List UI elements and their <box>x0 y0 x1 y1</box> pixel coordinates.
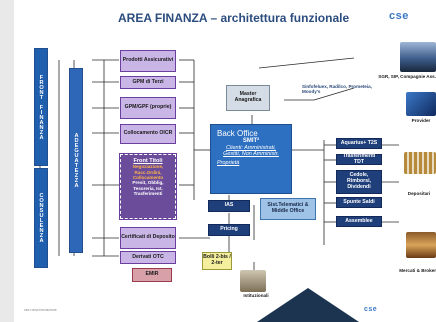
back-office-box: Back Office SMIT² Clienti: Amministrati,… <box>210 124 292 194</box>
front-titoli-line: Trasferimenti <box>133 190 163 196</box>
stock-chart-image <box>406 92 436 116</box>
provider-label: Provider <box>411 118 431 123</box>
consulenza-bar: CONSULENZA <box>34 168 48 268</box>
columns-image <box>404 152 436 174</box>
mercati-label: Mercati & Broker <box>399 268 436 273</box>
spunte-saldi-box: Spunte Saldi <box>336 197 382 208</box>
trasferimenti-box: Trasferimenti TDT <box>336 153 382 165</box>
gpm-terzi-box: GPM di Terzi <box>120 76 176 89</box>
sgr-label: SGR, SIP, Compagnie Ass. <box>378 74 436 79</box>
slide: AREA FINANZA – architettura funzionale c… <box>14 0 436 322</box>
sist-telematici-box: Sist.Telematici & Middle Office <box>260 198 316 220</box>
adeguatezza-label: ADEGUATEZZA <box>73 133 80 188</box>
provider-list: Sinfofeluex, Radilco, Prometeia, Moody's <box>302 84 372 95</box>
cse-logo: cse <box>389 10 409 22</box>
collocamento-oicr-box: Collocamento OICR <box>120 124 176 144</box>
gpm-gpf-box: GPM/GPF (proprie) <box>120 97 176 119</box>
front-titoli-line: Racc.Ordini, <box>134 169 162 175</box>
adeguatezza-bar: ADEGUATEZZA <box>69 68 83 253</box>
footer-text: cse.roma.formazione <box>24 308 57 312</box>
front-titoli-line: Tesoreria, Ist. <box>133 185 163 191</box>
proprieta-label: Proprietà <box>217 159 240 166</box>
prodotti-assicurativi-box: Prodotti Assicurativi <box>120 50 176 72</box>
overlay-triangle <box>248 288 368 322</box>
assemblee-box: Assemblee <box>336 216 382 227</box>
front-titoli-box: Front Titoli Negoziazione, Racc.Ordini, … <box>119 153 177 220</box>
front-titoli-line: Presit, Obblig, <box>132 180 164 186</box>
trading-floor-image <box>406 232 436 258</box>
smit-label: SMIT² <box>242 138 260 145</box>
master-anagrafica-box: Master Anagrafica <box>226 85 270 111</box>
bolli-box: Bolli 2-bis / 2-ter <box>202 252 232 270</box>
emir-box: EMIR <box>132 268 172 282</box>
front-titoli-title: Front Titoli <box>133 158 163 164</box>
ias-box: IAS <box>208 200 250 212</box>
derivati-otc-box: Derivati OTC <box>120 251 176 264</box>
front-titoli-line: Negoziazione, <box>132 164 164 170</box>
aquarius-box: Aquarius+ T2S <box>336 138 382 149</box>
page-title: AREA FINANZA – architettura funzionale <box>118 11 350 25</box>
certificati-deposito-box: Certificati di Deposito <box>120 227 176 249</box>
front-finanza-label: FRONT FINANZA <box>38 74 45 140</box>
back-office-title: Back Office <box>217 129 258 138</box>
consulenza-label: CONSULENZA <box>38 193 45 243</box>
clienti-label: Clienti: Amministrati, Gestiti, Non Ammi… <box>223 145 279 158</box>
depositari-label: Depositari <box>407 191 431 196</box>
cedole-box: Cedole, Rimborsi, Dividendi <box>336 170 382 194</box>
footer-logo: cse <box>364 306 378 313</box>
pricing-box: Pricing <box>208 224 250 236</box>
front-titoli-line: Collocamento <box>132 174 164 180</box>
front-finanza-bar: FRONT FINANZA <box>34 48 48 166</box>
skyscraper-image <box>400 42 436 72</box>
institution-image <box>240 270 266 292</box>
